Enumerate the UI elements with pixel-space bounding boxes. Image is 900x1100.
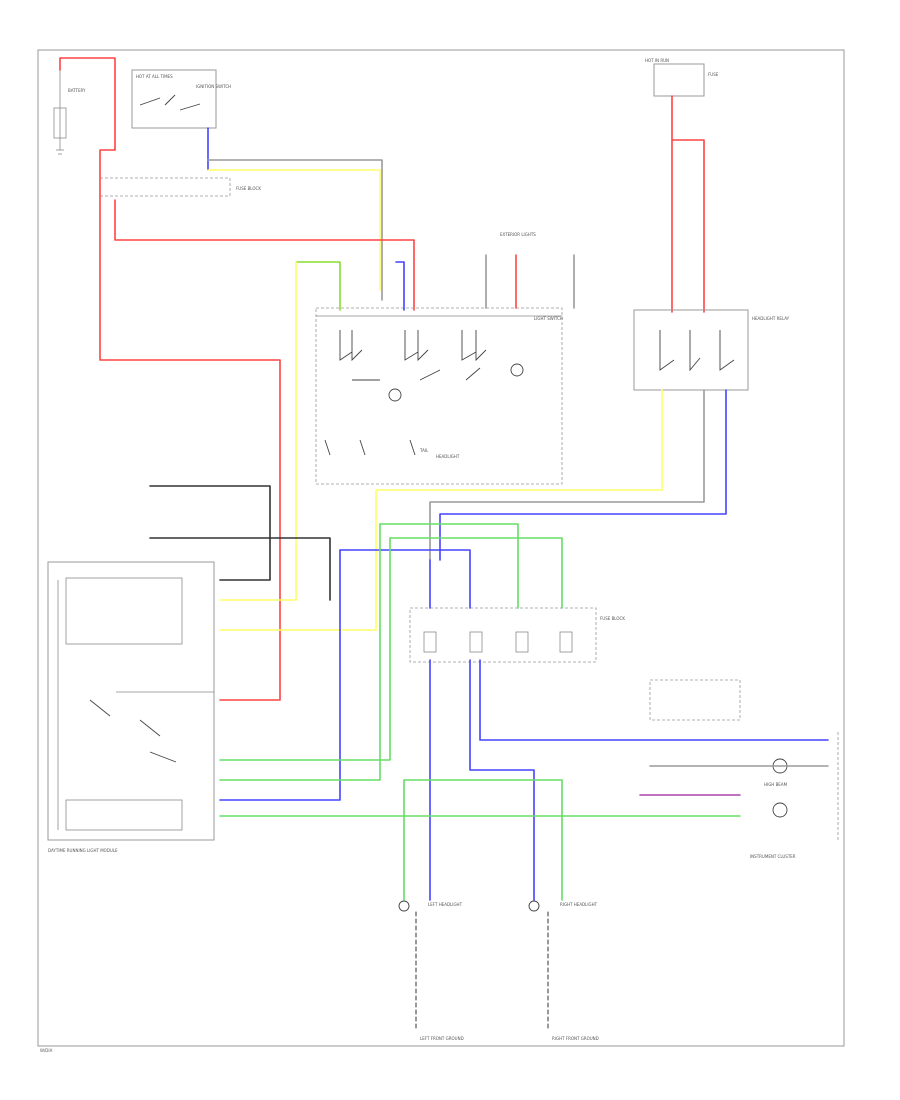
left-headlight-label: LEFT HEADLIGHT [428,902,463,907]
cluster-box [649,679,741,721]
relay-yellow-out [219,389,663,631]
ignition-switch-contacts [139,94,201,111]
left-yellow-wire [219,261,297,601]
relay-feed-red-1 [671,95,705,313]
high-beam-label: HIGH BEAM [764,782,788,787]
mid-fuse-in-blue [339,549,471,609]
light-switch-label: LIGHT SWITCH [534,316,563,321]
cluster-blue-wire [479,659,829,741]
light-switch-contacts [324,330,524,456]
light-switch-in-blue [395,261,405,311]
daytime-module-label: DAYTIME RUNNING LIGHT MODULE [48,848,118,853]
module-inner-top [65,577,183,645]
headlight-relay-label: HEADLIGHT RELAY [752,316,790,321]
right-headlight-label: RIGHT HEADLIGHT [560,902,598,907]
module-green-2 [219,537,391,761]
exterior-lights-label: EXTERIOR LIGHTS [500,232,536,237]
fuse-block-top-label: FUSE BLOCK [236,186,261,191]
ignition-switch-label: IGNITION SWITCH [196,84,231,89]
right-hl-green [403,779,563,901]
left-headlight-symbol [398,900,410,912]
ignition-gray-wire [207,159,383,301]
right-headlight-symbol [528,900,540,912]
daytime-module-box [47,561,215,841]
headlight-relay-box [633,309,749,391]
page-mark: W/DIA [40,1048,53,1053]
hot-at-all-times-label: HOT AT ALL TIMES [136,74,173,79]
light-switch-feed [114,199,415,311]
mid-fuse-in-green-2 [389,537,563,609]
relay-blue-out [439,389,727,561]
fuse-block-mid-label: FUSE BLOCK [600,616,625,621]
ignition-yellow-wire [207,169,381,291]
battery-feed-wire [59,57,116,151]
fuse-block-mid [409,607,597,663]
module-green-1 [219,523,381,781]
left-ground-label: LEFT FRONT GROUND [420,1036,464,1041]
main-red-feed [99,149,281,701]
relay-contacts [659,330,735,372]
left-black-wire-1 [149,485,271,581]
light-switch-box [315,307,563,485]
relay-gray-out [429,389,705,561]
left-black-wire-2 [149,537,331,601]
battery-label: BATTERY [68,88,86,93]
right-ground-label: RIGHT FRONT GROUND [552,1036,599,1041]
fuse-box-right [653,63,705,97]
fuse-block-top [99,177,231,197]
hot-in-run-label: HOT IN RUN [645,58,669,63]
headlight-switch-label: HEADLIGHT [436,454,460,459]
mid-fuses [423,631,573,653]
module-switches [89,699,177,763]
module-blue-wire [219,549,341,801]
right-hl-blue [469,659,535,901]
module-inner-bottom [65,799,183,831]
cluster-indicator-2 [772,802,788,818]
tail-switch-label: TAIL [419,448,429,453]
fuse-right-label: FUSE [708,72,719,77]
mid-fuse-in-green-1 [379,523,519,609]
ignition-switch-box [131,69,217,129]
battery-symbol [53,70,67,155]
light-switch-in-green [295,261,341,311]
instrument-cluster-label: INSTRUMENT CLUSTER [750,854,796,859]
diagram-frame [37,49,845,1047]
